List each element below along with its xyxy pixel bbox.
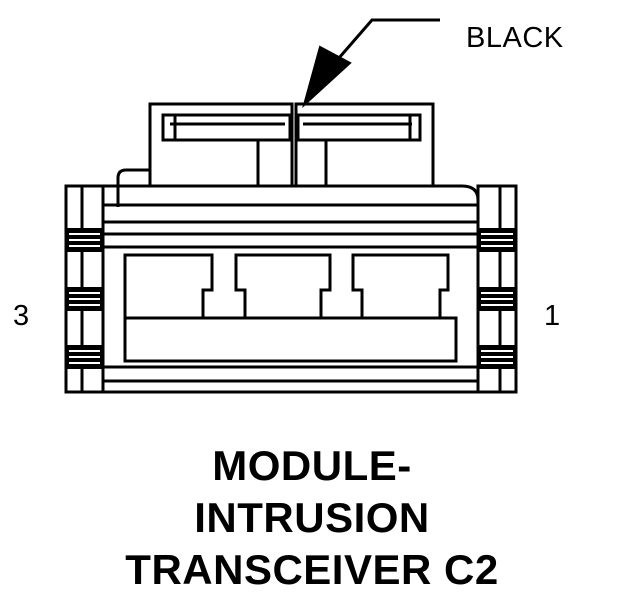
wire-color-callout: BLACK bbox=[466, 22, 564, 54]
locking-tab bbox=[116, 168, 152, 207]
pin-number-right: 1 bbox=[544, 300, 561, 332]
connector-title: MODULE- INTRUSION TRANSCEIVER C2 bbox=[0, 440, 624, 596]
callout-leader bbox=[302, 18, 440, 109]
pin-number-left: 3 bbox=[13, 300, 30, 332]
connector-latch bbox=[148, 102, 435, 188]
title-line: INTRUSION bbox=[194, 494, 430, 541]
pin-cavities bbox=[123, 253, 458, 363]
title-line: TRANSCEIVER C2 bbox=[125, 546, 499, 593]
title-line: MODULE- bbox=[212, 442, 412, 489]
